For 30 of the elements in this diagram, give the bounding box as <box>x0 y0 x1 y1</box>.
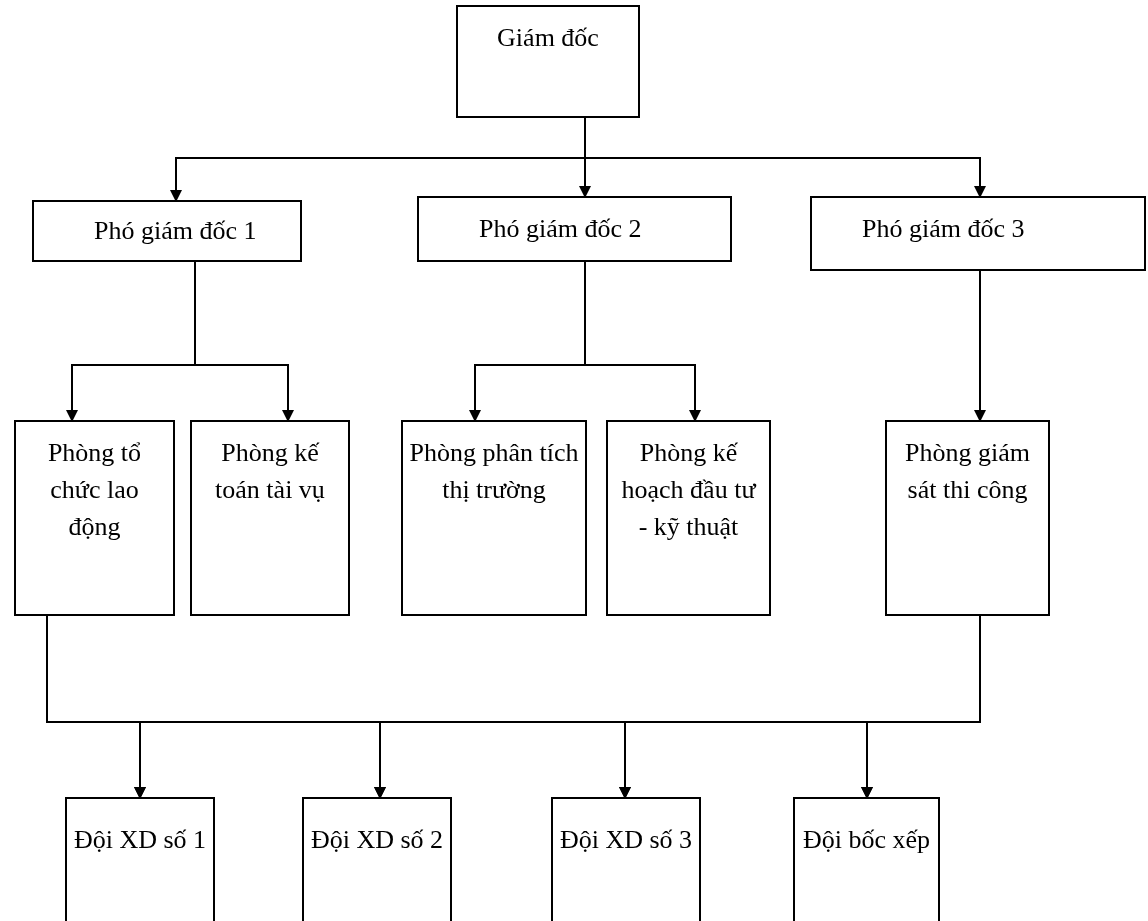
org-unit-box <box>190 420 350 616</box>
unit-label: Phòng kế hoạch đầu tư - kỹ thuật <box>620 437 758 543</box>
org-unit-box <box>302 797 452 921</box>
org-unit-box <box>810 196 1146 271</box>
org-unit-box <box>606 420 771 616</box>
unit-label: Phó giám đốc 3 <box>862 213 1025 245</box>
unit-label: Phòng phân tích thị trường <box>409 437 579 506</box>
unit-label: Phòng kế toán tài vụ <box>214 437 326 506</box>
org-unit-box <box>401 420 587 616</box>
unit-label: Giám đốc <box>497 22 599 54</box>
org-unit-box <box>32 200 302 262</box>
org-unit-box <box>551 797 701 921</box>
connector-arrow <box>861 615 981 799</box>
org-unit-box <box>885 420 1050 616</box>
unit-label: Phòng tổ chức lao động <box>46 437 143 543</box>
unit-label: Phòng giám sát thi công <box>904 437 1031 506</box>
unit-label: Phó giám đốc 1 <box>94 215 257 247</box>
connector-arrow <box>194 261 294 422</box>
org-unit-box <box>456 5 640 118</box>
connector-arrow <box>974 270 986 422</box>
unit-label: Phó giám đốc 2 <box>479 213 642 245</box>
org-unit-box <box>65 797 215 921</box>
connector-arrow <box>584 261 701 422</box>
org-unit-box <box>14 420 175 616</box>
org-unit-box <box>417 196 732 262</box>
org-unit-box <box>793 797 940 921</box>
unit-label: Đội XD số 1 <box>73 824 207 856</box>
unit-label: Đội bốc xếp <box>802 824 931 856</box>
unit-label: Đội XD số 2 <box>310 824 444 856</box>
unit-label: Đội XD số 3 <box>559 824 693 856</box>
